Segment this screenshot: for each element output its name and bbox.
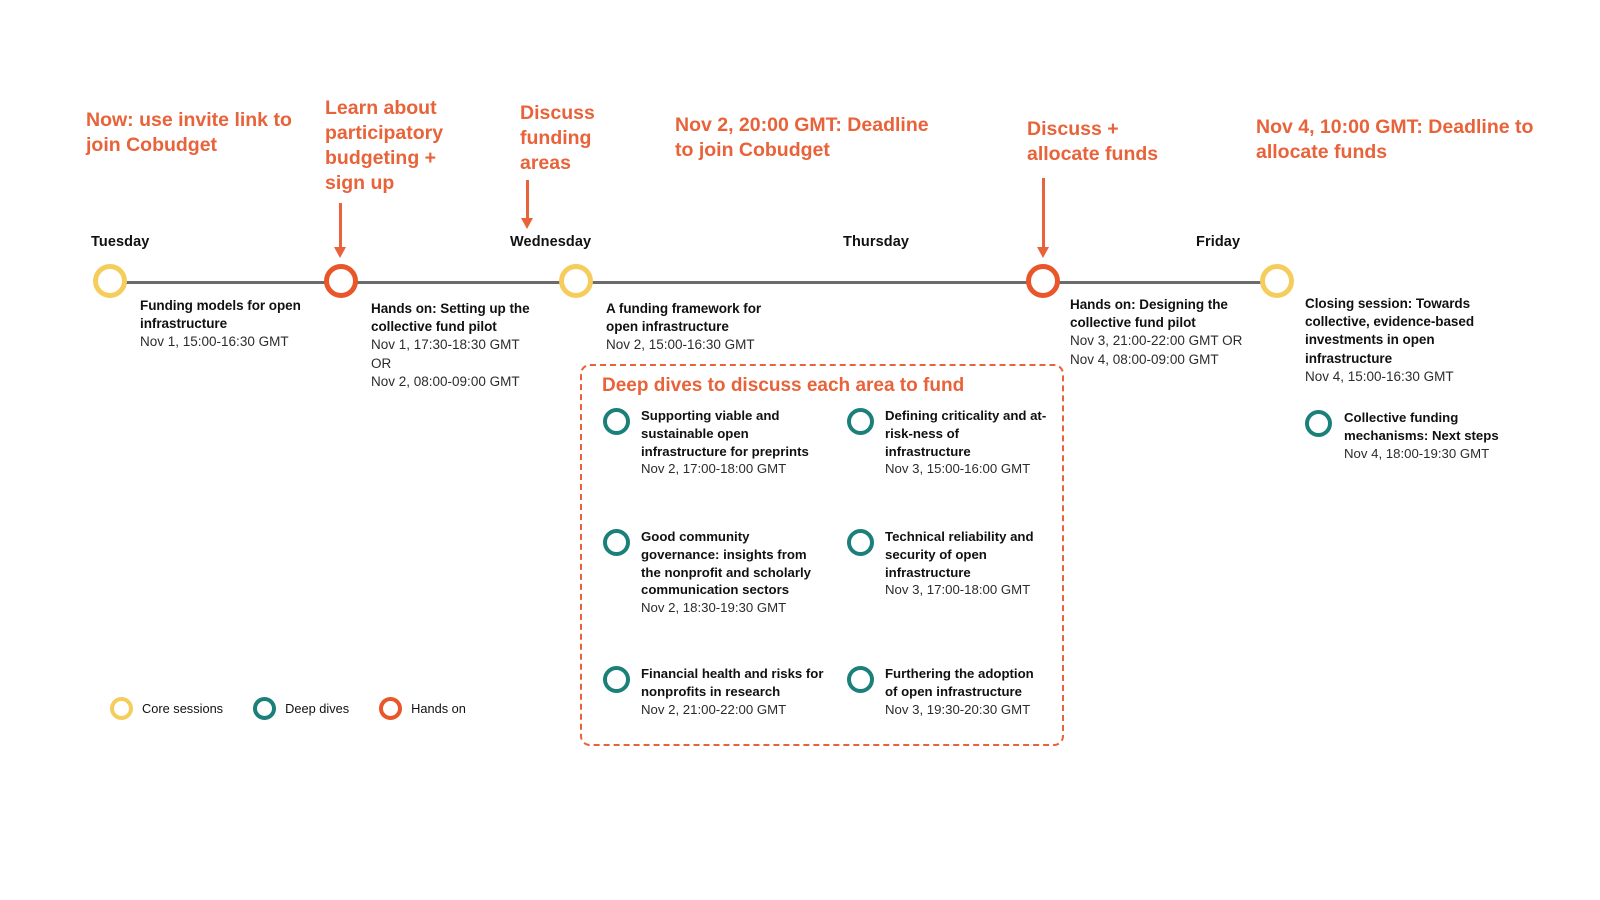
day-label-thursday: Thursday — [843, 234, 910, 250]
deep-dive-title: Good community governance: insights from… — [641, 529, 811, 598]
deep-dive-title: Furthering the adoption of open infrastr… — [885, 666, 1034, 699]
hands-on-ring-icon — [379, 697, 403, 720]
deep-dives-panel-title: Deep dives to discuss each area to fund — [602, 375, 965, 396]
legend-label: Hands on — [411, 701, 466, 716]
deep-dive-item[interactable]: Technical reliability and security of op… — [847, 528, 1047, 599]
timeline-node-core-2[interactable] — [559, 264, 593, 298]
callout-deadline-join-cobudget: Nov 2, 20:00 GMT: Deadline to join Cobud… — [675, 114, 929, 161]
callout-learn-participatory-budgeting: Learn about participatory budgeting + si… — [325, 97, 444, 194]
session-funding-models: Funding models for open infrastructure N… — [140, 297, 315, 352]
core-session-ring-icon — [110, 697, 133, 720]
deep-dive-item[interactable]: Supporting viable and sustainable open i… — [603, 407, 825, 478]
deep-dive-time: Nov 3, 19:30-20:30 GMT — [885, 701, 1031, 717]
timeline-node-hands-on-1[interactable] — [324, 264, 358, 298]
callout-discuss-allocate-funds: Discuss + allocate funds — [1027, 118, 1159, 165]
session-title: A funding framework for open infrastruct… — [606, 301, 762, 335]
session-funding-framework: A funding framework for open infrastruct… — [606, 300, 784, 355]
arrow-down-icon-core-2 — [520, 180, 534, 230]
legend-item-core-sessions[interactable]: Core sessions — [110, 697, 223, 720]
session-time: Nov 1, 17:30-18:30 GMT OR Nov 2, 08:00-0… — [371, 337, 520, 389]
deep-dive-item-collective-funding[interactable]: Collective funding mechanisms: Next step… — [1305, 409, 1520, 462]
session-hands-on-setting-up: Hands on: Setting up the collective fund… — [371, 300, 541, 391]
deep-dive-title: Financial health and risks for nonprofit… — [641, 666, 824, 699]
session-title: Hands on: Setting up the collective fund… — [371, 301, 530, 335]
deep-dive-ring-icon — [1305, 410, 1332, 437]
deep-dive-title: Supporting viable and sustainable open i… — [641, 408, 809, 459]
session-time: Nov 1, 15:00-16:30 GMT — [140, 334, 289, 350]
deep-dive-ring-icon — [847, 529, 874, 556]
session-closing: Closing session: Towards collective, evi… — [1305, 295, 1483, 386]
deep-dive-time: Nov 2, 21:00-22:00 GMT — [641, 701, 787, 717]
deep-dive-item[interactable]: Furthering the adoption of open infrastr… — [847, 665, 1047, 718]
session-title: Hands on: Designing the collective fund … — [1070, 297, 1228, 331]
deep-dive-title: Defining criticality and at-risk-ness of… — [885, 408, 1047, 459]
callout-deadline-allocate-funds: Nov 4, 10:00 GMT: Deadline to allocate f… — [1256, 116, 1534, 163]
arrow-down-icon-hands-on-1 — [333, 203, 347, 258]
session-time: Nov 3, 21:00-22:00 GMT OR Nov 4, 08:00-0… — [1070, 333, 1243, 367]
day-label-wednesday: Wednesday — [510, 234, 592, 250]
day-label-friday: Friday — [1196, 234, 1241, 250]
deep-dive-item[interactable]: Financial health and risks for nonprofit… — [603, 665, 825, 718]
deep-dive-item[interactable]: Good community governance: insights from… — [603, 528, 825, 617]
deep-dive-title: Collective funding mechanisms: Next step… — [1344, 410, 1499, 443]
session-title: Closing session: Towards collective, evi… — [1305, 296, 1475, 366]
deep-dive-time: Nov 2, 17:00-18:00 GMT — [641, 461, 787, 477]
deep-dive-title: Technical reliability and security of op… — [885, 529, 1034, 580]
legend-item-hands-on[interactable]: Hands on — [379, 697, 466, 720]
timeline-node-core-1[interactable] — [93, 264, 127, 298]
deep-dive-time: Nov 2, 18:30-19:30 GMT — [641, 600, 787, 616]
callout-discuss-funding-areas: Discuss funding areas — [520, 102, 595, 174]
day-label-tuesday: Tuesday — [91, 234, 150, 250]
deep-dive-time: Nov 3, 17:00-18:00 GMT — [885, 582, 1031, 598]
session-title: Funding models for open infrastructure — [140, 298, 301, 332]
arrow-down-icon-hands-on-2 — [1036, 178, 1050, 258]
session-hands-on-designing: Hands on: Designing the collective fund … — [1070, 296, 1245, 369]
deep-dive-ring-icon — [253, 697, 277, 720]
legend-label: Deep dives — [285, 701, 350, 716]
legend-label: Core sessions — [142, 701, 224, 716]
deep-dive-ring-icon — [847, 408, 874, 435]
deep-dive-item[interactable]: Defining criticality and at-risk-ness of… — [847, 407, 1047, 478]
legend: Core sessions Deep dives Hands on — [110, 697, 466, 720]
deep-dive-ring-icon — [603, 666, 630, 693]
legend-item-deep-dives[interactable]: Deep dives — [253, 697, 349, 720]
callout-join-cobudget: Now: use invite link to join Cobudget — [86, 109, 292, 156]
timeline-axis — [110, 281, 1278, 284]
deep-dive-time: Nov 3, 15:00-16:00 GMT — [885, 461, 1031, 477]
deep-dive-ring-icon — [847, 666, 874, 693]
deep-dive-ring-icon — [603, 408, 630, 435]
session-time: Nov 4, 15:00-16:30 GMT — [1305, 368, 1454, 384]
timeline-node-hands-on-2[interactable] — [1026, 264, 1060, 298]
deep-dive-ring-icon — [603, 529, 630, 556]
timeline-node-core-3[interactable] — [1260, 264, 1294, 298]
deep-dives-panel — [580, 364, 1064, 746]
session-time: Nov 2, 15:00-16:30 GMT — [606, 337, 755, 353]
deep-dive-time: Nov 4, 18:00-19:30 GMT — [1344, 445, 1490, 461]
